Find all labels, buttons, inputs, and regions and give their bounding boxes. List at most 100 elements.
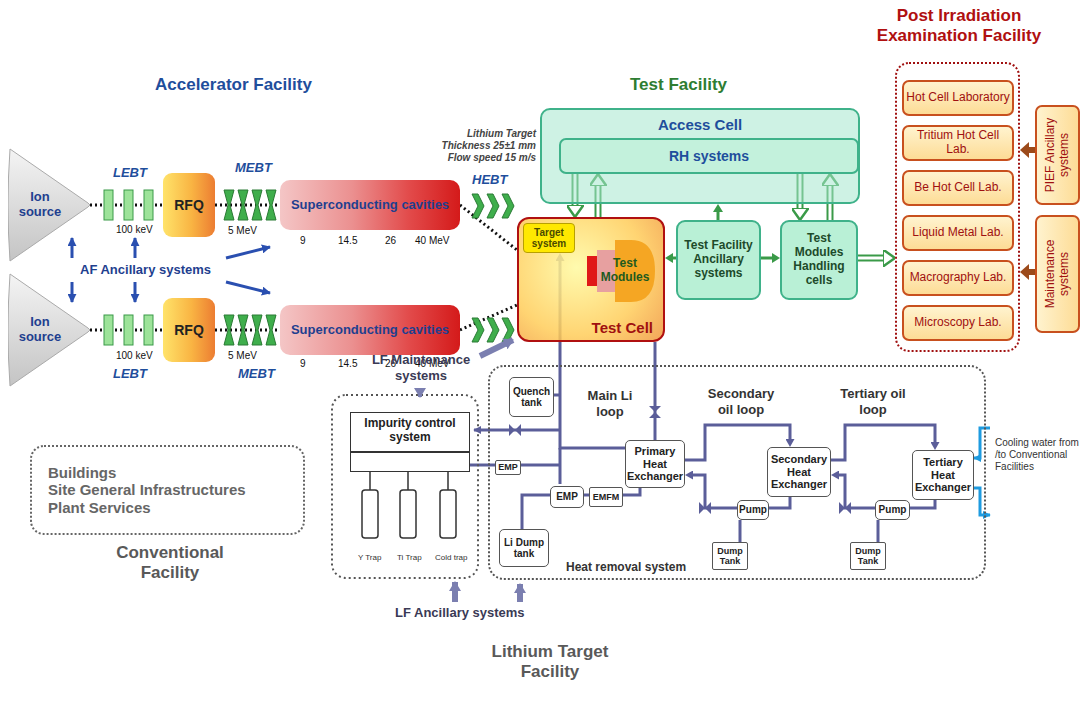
component-box: Quench tank [509,377,554,417]
system-box: Maintenance systems [1035,215,1080,333]
facility-region: Post Irradiation Examination FacilityHot… [895,62,1020,352]
annotation-label: LEBT [113,366,147,382]
ancillary-arrow [71,282,74,302]
facility-region: BuildingsSite General InfrastructuresPla… [30,445,305,535]
lebt-magnet [144,190,153,220]
connector [623,488,640,495]
annotation-label: 40 MeV [415,235,449,247]
lab-box: Microscopy Lab. [902,305,1014,341]
annotation-label: Y Trap [358,553,381,563]
node-text: Post Irradiation Examination Facility [854,6,1064,45]
ion-source: Ion source [8,145,90,265]
connector-inner [858,257,883,260]
lebt-magnet [144,315,153,345]
ancillary-arrow [226,247,270,258]
mebt-magnet [238,190,248,220]
annotation-label: Secondary oil loop [700,386,782,417]
lab-box: Be Hot Cell Lab. [902,170,1014,206]
connector [761,257,772,260]
connector [910,500,935,508]
ancillary-arrow [226,282,270,293]
trap-pipe [370,472,448,490]
lebt-magnet [104,190,113,220]
maintenance-arrow [418,388,422,397]
hebt-magnet [502,194,514,218]
connector [654,342,657,440]
lab-box: Hot Cell Laboratory [902,80,1014,116]
ancillary-arrow [452,582,458,602]
ancillary-arrow [517,584,523,602]
node-text: Impurity control system [351,417,469,445]
annotation-label: Lithium Target Thickness 25±1 mm Flow sp… [424,128,536,164]
annotation-label: 5 MeV [228,350,257,362]
valve [649,406,661,418]
connector [739,520,742,542]
node-text: Dump Tank [713,546,747,567]
component-box: Pump [737,500,769,520]
cooling-pipe [974,428,990,458]
node-text: Dump Tank [851,546,885,567]
module-box: Test Modules [587,240,655,302]
component-box: Pump [875,500,910,520]
component-box: Dump Tank [712,542,748,570]
module-part [587,256,597,286]
annotation-label: MEBT [235,160,272,176]
node-text: Access Cell [658,116,742,133]
connector [877,520,880,542]
annotation-label: LF Maintenance systems [366,352,476,383]
node-text: Pump [879,504,907,516]
cavity-box: Superconducting cavities [280,305,460,355]
node-text: Microscopy Lab. [914,316,1001,330]
annotation-label: AF Ancillary systems [80,262,211,278]
component-box: Dump Tank [850,542,886,570]
node-text: Site General Infrastructures [48,481,246,498]
hebt-magnet [487,318,499,342]
connector [470,464,495,467]
node-text: Test Modules Handling cells [785,232,853,287]
node-text: Superconducting cavities [291,323,449,338]
mebt-magnet [252,190,262,220]
annotation-label: 9 [300,358,306,370]
node-text: Test Cell [592,319,653,336]
node-text: Secondary Heat Exchanger [770,453,828,491]
node-text: Quench tank [511,386,552,409]
annotation-label: Ti Trap [397,553,422,563]
valve [699,502,711,514]
system-box: PIEF Ancillary systems [1035,105,1080,205]
exchanger-box: Tertiary Heat Exchanger [912,450,974,500]
node-text: EMP [556,491,578,503]
component-box: EMFM [589,487,623,507]
annotation-label: Accelerator Facility [155,75,312,95]
lebt-magnet [124,190,133,220]
lab-box: Tritium Hot Cell Lab. [902,125,1014,161]
annotation-label: Tertiary oil loop [833,386,913,417]
trap-cylinder [362,490,378,538]
annotation-label: MEBT [238,366,275,382]
annotation-label: 5 MeV [228,225,257,237]
node-text: Li Dump tank [501,537,547,560]
annotation-label: 14.5 [338,235,357,247]
lebt-magnet [124,315,133,345]
ion-source: Ion source [8,270,90,390]
annotation-label: 9 [300,235,306,247]
annotation-label: 100 keV [116,224,153,236]
ion-source-cone [8,149,90,261]
annotation-label: Main Li loop [580,388,640,419]
annotation-label: HEBT [472,172,507,188]
node-text: Tritium Hot Cell Lab. [906,129,1010,157]
annotation-label: 14.5 [338,358,357,370]
lab-box: Liquid Metal Lab. [902,215,1014,251]
annotation-label: Cooling water from /to Conventional Faci… [995,437,1081,473]
ancillary-arrow [134,282,137,302]
annotation-label: 100 keV [116,350,153,362]
rfq-box: RFQ [163,298,215,362]
node-text: Hot Cell Laboratory [906,91,1009,105]
facility-box: Test Modules Handling cells [780,220,858,300]
connector [522,495,550,529]
node-text: EMFM [593,492,620,502]
node-text: Macrography Lab. [910,271,1007,285]
mebt-magnet [266,315,276,345]
node-text: Maintenance systems [1044,220,1072,328]
maintenance-arrow [480,340,513,356]
pipe [519,464,560,467]
